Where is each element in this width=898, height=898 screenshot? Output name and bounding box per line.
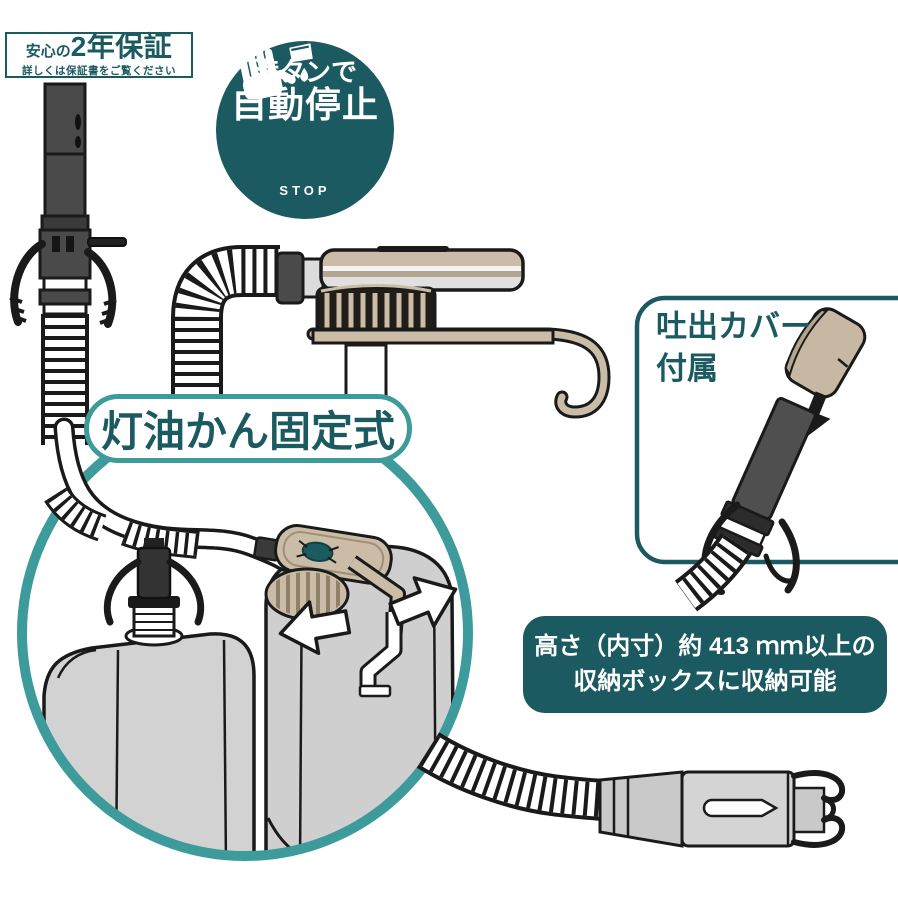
stop-hand-pouring-icon [216, 43, 394, 184]
clamp-wing-right [166, 558, 205, 626]
guarantee-title: 2年保証 [70, 30, 173, 62]
nozzle-body [38, 228, 92, 280]
pump-unit-illustration [197, 246, 611, 423]
hose-collar [275, 251, 305, 305]
mount-clamp [362, 612, 400, 690]
outlet-nozzle-illustration [428, 750, 846, 848]
hand-icon [239, 46, 296, 99]
discharge-cover-panel [634, 295, 898, 596]
kerosene-cans-illustration [16, 404, 474, 862]
discharge-cover-line2: 付属 [656, 351, 718, 386]
suction-nozzle-illustration [9, 82, 127, 445]
nozzle-in-left-can [103, 538, 205, 647]
discharge-cover-line1: 吐出カバー [656, 309, 811, 344]
fixed-mount-label: 灯油かん固定式 [100, 408, 395, 455]
guarantee-subtitle: 詳しくは保証書をご覧ください [22, 64, 176, 77]
nozzle-cover-bottom [43, 152, 87, 220]
fixed-mount-bubble: 灯油かん固定式 [84, 394, 412, 463]
clamp-wing-right [84, 248, 117, 328]
drop-icon [300, 67, 309, 82]
nozzle-connector [598, 770, 684, 848]
stop-label: STOP [279, 183, 331, 198]
pump-button [301, 541, 334, 562]
mount-hook [309, 330, 608, 416]
slide-arrow-right-icon [388, 576, 458, 628]
clamp-wing-left [10, 240, 46, 326]
base-plate [311, 328, 555, 345]
guarantee-prefix: 安心の [25, 42, 71, 60]
auto-stop-badge: 満タンで 自動停止 STOP [216, 41, 394, 219]
storage-note-line2: 収納ボックスに収納可能 [573, 668, 837, 695]
storage-note-box: 高さ（内寸）約 413 ｍｍ以上の 収納ボックスに収納可能 [523, 616, 887, 713]
storage-note-line1: 高さ（内寸）約 413 ｍｍ以上の [534, 633, 876, 660]
guarantee-badge: 安心の2年保証 詳しくは保証書をご覧ください [5, 32, 193, 78]
discharge-cover-label: 吐出カバー 付属 [656, 306, 811, 390]
slide-arrow-left-icon [278, 600, 352, 656]
nozzle-slot [702, 798, 779, 818]
clamp-wing-left [103, 558, 142, 626]
clamp-wing-right [778, 518, 800, 594]
discharge-cover [784, 307, 867, 399]
guarantee-title-row: 安心の2年保証 [7, 30, 191, 65]
